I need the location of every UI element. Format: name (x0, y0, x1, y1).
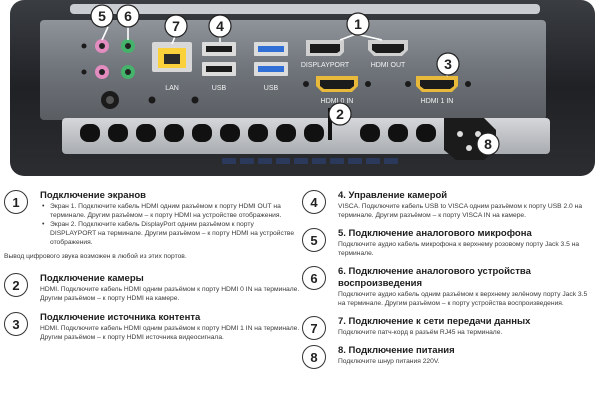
section-1-bullet-1: Экран 1. Подключите кабель HDMI одним ра… (40, 202, 300, 220)
round-connector (101, 91, 119, 109)
callout-7: 7 (164, 14, 188, 38)
section-7-title: 7. Подключение к сети передачи данных (338, 316, 531, 327)
svg-text:7: 7 (172, 18, 180, 34)
instructions-left-column: 1 Подключение экранов Экран 1. Подключит… (4, 190, 300, 342)
usb-label-1: USB (212, 85, 227, 92)
section-5-analog-mic: 5 5. Подключение аналогового микрофона П… (302, 228, 596, 258)
callout-2: 2 (328, 102, 352, 126)
vent-slots (80, 124, 436, 142)
section-4-title: 4. Управление камерой (338, 190, 448, 201)
section-1-number: 1 (4, 190, 28, 214)
hdmi-out-port (368, 40, 408, 56)
section-7-network: 7 7. Подключение к сети передачи данных … (302, 316, 596, 340)
section-1-screens: 1 Подключение экранов Экран 1. Подключит… (4, 190, 300, 247)
callout-5: 5 (90, 4, 114, 28)
lan-port (152, 42, 192, 72)
usb-port-black-2 (202, 62, 236, 76)
usb-port-black-1 (202, 42, 236, 56)
section-2-camera: 2 Подключение камеры HDMI. Подключите ка… (4, 273, 300, 303)
section-1-bullets: Экран 1. Подключите кабель HDMI одним ра… (40, 202, 300, 247)
hdmi-0-in-label: HDMI 0 IN (321, 98, 354, 105)
hdmi-1-in-port (416, 76, 458, 92)
svg-text:3: 3 (444, 56, 452, 72)
svg-text:1: 1 (354, 16, 362, 32)
callout-8: 8 (476, 132, 500, 156)
section-7-text: Подключите патч-корд в разъём RJ45 на те… (338, 329, 503, 336)
audio-jack-mic-in (95, 39, 109, 53)
section-4-number: 4 (302, 190, 326, 214)
section-3-number: 3 (4, 312, 28, 336)
section-2-number: 2 (4, 273, 28, 297)
usb-port-blue-2 (254, 62, 288, 76)
section-6-title: 6. Подключение аналогового устройства во… (338, 266, 531, 289)
section-2-text: HDMI. Подключите кабель HDMI одним разъё… (40, 286, 300, 302)
svg-text:8: 8 (484, 136, 492, 152)
section-6-text: Подключите аудио кабель одним разъёмом к… (338, 291, 588, 307)
usb-port-blue-1 (254, 42, 288, 56)
section-2-title: Подключение камеры (40, 273, 144, 284)
section-7-number: 7 (302, 316, 326, 340)
section-5-number: 5 (302, 228, 326, 252)
section-3-text: HDMI. Подключите кабель HDMI одним разъё… (40, 325, 300, 341)
section-1-bullet-2: Экран 2. Подключите кабель DisplayPort о… (40, 220, 300, 247)
svg-text:2: 2 (336, 106, 344, 122)
section-6-analog-playback: 6 6. Подключение аналогового устройства … (302, 266, 596, 308)
hdmi-1-in-label: HDMI 1 IN (421, 98, 454, 105)
hdmi-0-in-port (316, 76, 358, 92)
section-3-title: Подключение источника контента (40, 312, 201, 323)
section-4-text: VISCA. Подключите кабель USB to VISCA од… (338, 203, 583, 219)
section-8-power: 8 8. Подключение питания Подключите шнур… (302, 345, 596, 369)
callout-3: 3 (436, 52, 460, 76)
svg-text:5: 5 (98, 8, 106, 24)
section-5-title: 5. Подключение аналогового микрофона (338, 228, 532, 239)
audio-jack-line-2 (121, 65, 135, 79)
section-4-camera-control: 4 4. Управление камерой VISCA. Подключит… (302, 190, 596, 220)
section-3-content-source: 3 Подключение источника контента HDMI. П… (4, 312, 300, 342)
callout-4: 4 (208, 14, 232, 38)
displayport-port (306, 40, 344, 56)
section-1-title: Подключение экранов (40, 190, 146, 201)
section-8-title: 8. Подключение питания (338, 345, 455, 356)
section-8-number: 8 (302, 345, 326, 369)
instructions-right-column: 4 4. Управление камерой VISCA. Подключит… (302, 190, 596, 369)
screw-holes (81, 43, 471, 104)
bottom-grille (222, 158, 398, 164)
section-6-number: 6 (302, 266, 326, 290)
section-8-text: Подключите шнур питания 220V. (338, 358, 440, 365)
chassis-top-rim (70, 4, 540, 14)
callout-6: 6 (116, 4, 140, 28)
audio-jack-line-out (121, 39, 135, 53)
svg-text:6: 6 (124, 8, 132, 24)
audio-jack-mic-2 (95, 65, 109, 79)
hdmi-out-label: HDMI OUT (371, 62, 406, 69)
callout-1: 1 (346, 12, 370, 36)
section-1-note: Вывод цифрового звука возможен в любой и… (4, 253, 187, 260)
displayport-label: DISPLAYPORT (301, 62, 350, 69)
svg-text:4: 4 (216, 18, 224, 34)
usb-label-2: USB (264, 85, 279, 92)
section-5-text: Подключите аудио кабель микрофона к верх… (338, 241, 580, 257)
lan-label: LAN (165, 85, 179, 92)
device-rear-panel: LAN USB USB DISPLAYPORT HDMI OUT HDMI 0 … (10, 0, 595, 176)
